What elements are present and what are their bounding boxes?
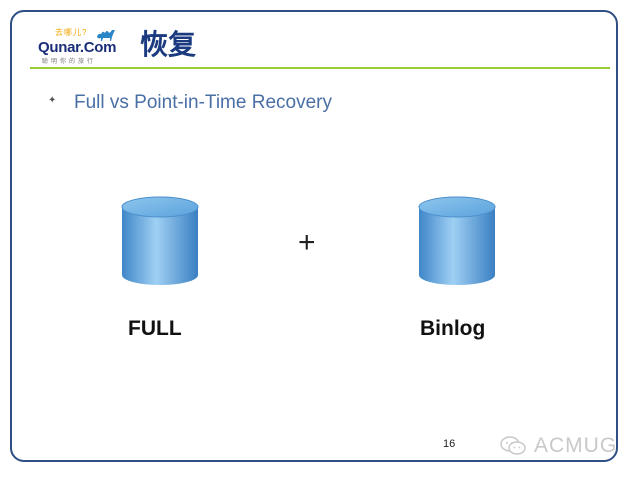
title-underline	[30, 67, 610, 69]
logo-tagline: 去哪儿?	[55, 28, 88, 37]
qunar-logo: 去哪儿? Qunar.Com 聪明你的旅行	[38, 26, 118, 66]
logo-brand: Qunar.Com	[38, 39, 117, 56]
logo-subtext: 聪明你的旅行	[42, 59, 97, 65]
database-cylinder-icon	[418, 196, 496, 285]
database-cylinder-icon	[121, 196, 199, 285]
full-label: FULL	[128, 317, 182, 340]
bullet-text: Full vs Point-in-Time Recovery	[74, 92, 332, 113]
binlog-label: Binlog	[420, 317, 486, 340]
camel-icon	[97, 30, 115, 41]
page-number: 16	[443, 438, 456, 450]
slide-frame	[10, 10, 618, 462]
bullet-icon: ✦	[48, 95, 57, 106]
slide-title: 恢复	[140, 28, 197, 61]
watermark-text: ACMUG	[534, 434, 618, 457]
plus-sign: +	[298, 226, 316, 259]
wechat-icon	[500, 436, 526, 455]
